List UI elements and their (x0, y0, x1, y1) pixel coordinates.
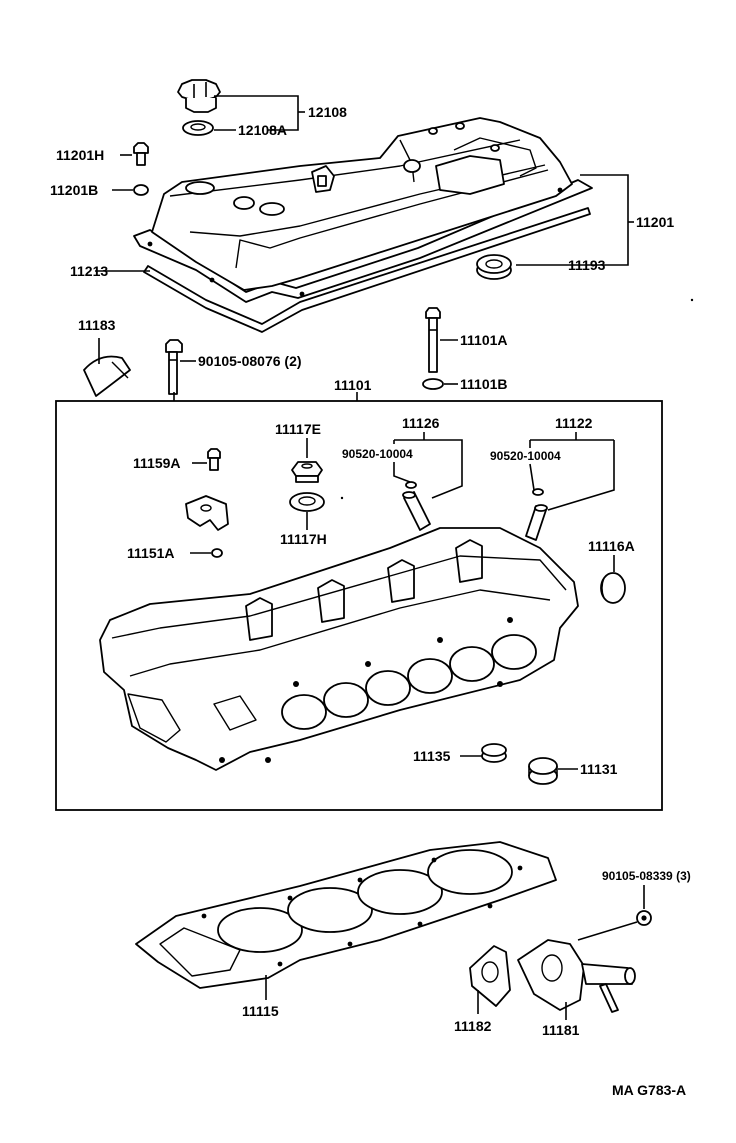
valve-guide-11122-drawing (525, 504, 548, 541)
label-11135: 11135 (413, 748, 451, 764)
bolt-90105-08076-drawing (165, 339, 183, 395)
label-11101A: 11101A (460, 332, 508, 348)
label-12108: 12108 (308, 104, 347, 120)
label-12108A: 12108A (238, 122, 287, 138)
label-90520-10004-right: 90520-10004 (490, 449, 561, 463)
label-90105-08339: 90105-08339 (3) (602, 869, 691, 883)
gasket-11117H-drawing (289, 492, 325, 512)
pin-90520-left-drawing (405, 481, 417, 489)
label-11131: 11131 (580, 761, 618, 777)
plug-11117E-drawing (291, 461, 323, 483)
label-11201: 11201 (636, 214, 674, 230)
valve-cover-drawing (133, 117, 593, 333)
washer-11101B-drawing (422, 378, 444, 390)
oil-filler-cap-drawing (177, 79, 221, 113)
bolt-11159A-drawing (207, 448, 221, 471)
label-11117E: 11117E (275, 421, 321, 437)
bolt-11201H-drawing (133, 142, 149, 166)
stud-11101A-drawing (425, 307, 441, 373)
half-moon-seal-11183-drawing (83, 355, 131, 397)
cylinder-head-drawing (99, 527, 579, 771)
plug-seal-11193-drawing (476, 254, 512, 280)
label-11126: 11126 (402, 415, 440, 431)
gasket-11182-drawing (469, 945, 511, 1007)
label-11101B: 11101B (460, 376, 508, 392)
cap-gasket-drawing (182, 120, 214, 136)
bracket-11151-drawing (185, 495, 229, 531)
washer-11151A-drawing (211, 548, 223, 558)
label-90105-08076: 90105-08076 (2) (198, 353, 302, 369)
water-outlet-11181-drawing (517, 939, 636, 1013)
label-11159A: 11159A (133, 455, 181, 471)
valve-guide-11126-drawing (402, 491, 431, 531)
label-11116A: 11116A (588, 538, 635, 554)
diagram-code: MA G783-A (612, 1082, 686, 1098)
label-11151A: 11151A (127, 545, 175, 561)
label-11115: 11115 (242, 1003, 279, 1019)
label-11193: 11193 (568, 257, 606, 273)
cylinder-head-assembly-frame (55, 400, 663, 811)
plug-11116A-drawing (600, 572, 626, 604)
label-11181: 11181 (542, 1022, 580, 1038)
label-11201H: 11201H (56, 147, 104, 163)
label-11201B: 11201B (50, 182, 98, 198)
plug-11131-drawing (528, 757, 558, 785)
label-90520-10004-left: 90520-10004 (342, 447, 413, 461)
label-11183: 11183 (78, 317, 116, 333)
washer-11201B-drawing (133, 184, 149, 196)
seal-11135-drawing (481, 743, 507, 763)
label-11122: 11122 (555, 415, 593, 431)
head-gasket-drawing (135, 841, 557, 989)
label-11213: 11213 (70, 263, 108, 279)
label-11101: 11101 (334, 377, 372, 393)
label-11182: 11182 (454, 1018, 492, 1034)
bolt-90105-08339-drawing (636, 910, 652, 926)
label-11117H: 11117H (280, 531, 327, 547)
pin-90520-right-drawing (532, 488, 544, 496)
